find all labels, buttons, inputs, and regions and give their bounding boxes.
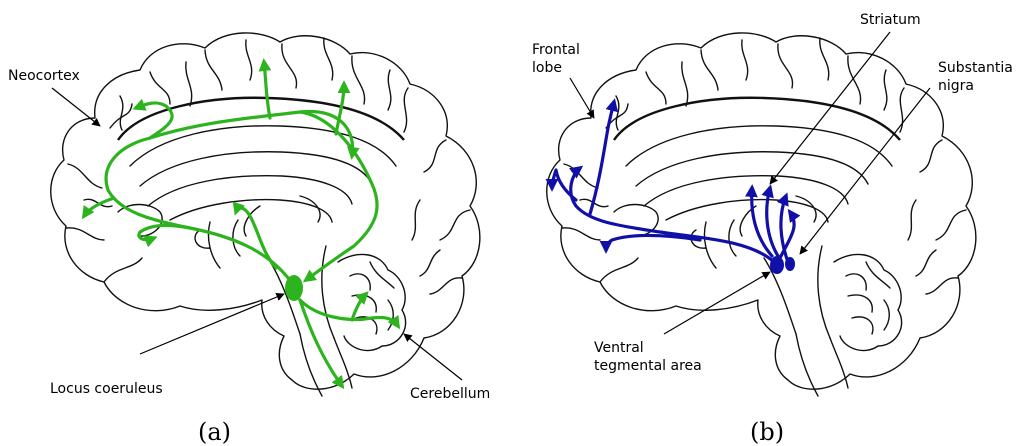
striatum-label: Striatum <box>860 12 921 28</box>
substantia-nigra-label-line2: nigra <box>938 78 974 94</box>
vta-label-line1: Ventral <box>594 340 644 356</box>
frontal-lobe-label-line2: lobe <box>532 60 562 76</box>
panel-a: Neocortex Locus coeruleus Cerebellum (a) <box>8 33 490 446</box>
pathway-striatal-2 <box>767 188 778 256</box>
pathway-mesocortical-main <box>571 168 774 262</box>
pathway-hippocampal <box>236 208 276 268</box>
substantia-nigra-label-line1: Substantia <box>938 60 1013 76</box>
ventral-tegmental-area-nucleus <box>770 256 784 274</box>
cerebellum-label: Cerebellum <box>410 386 490 402</box>
locus-coeruleus-label: Locus coeruleus <box>50 381 163 397</box>
locus-coeruleus-nucleus <box>285 275 303 301</box>
panel-b: Frontal lobe Striatum Substantia nigra V… <box>532 12 1013 446</box>
vta-label-line2: tegmental area <box>594 358 702 374</box>
pathway-orbitofrontal <box>606 236 700 251</box>
caption-a: (a) <box>198 418 231 446</box>
pathway-vertical-2 <box>336 84 344 134</box>
frontal-lobe-label-line1: Frontal <box>532 42 580 58</box>
pathway-frontal-arc <box>106 112 352 286</box>
vta-pointer <box>664 272 770 334</box>
substantia-nigra-nucleus <box>785 257 795 271</box>
pathway-cerebellar-up <box>352 294 366 320</box>
pathway-vertical-1 <box>264 62 270 118</box>
pathway-orbital <box>139 225 190 239</box>
neocortex-label: Neocortex <box>8 68 80 84</box>
pathway-frontal-up <box>590 102 614 214</box>
pathway-cerebellar <box>300 300 398 326</box>
neocortex-pointer <box>52 88 100 126</box>
caption-b: (b) <box>750 418 784 446</box>
locus-coeruleus-pointer <box>140 294 284 354</box>
frontal-lobe-pointer <box>570 78 594 118</box>
